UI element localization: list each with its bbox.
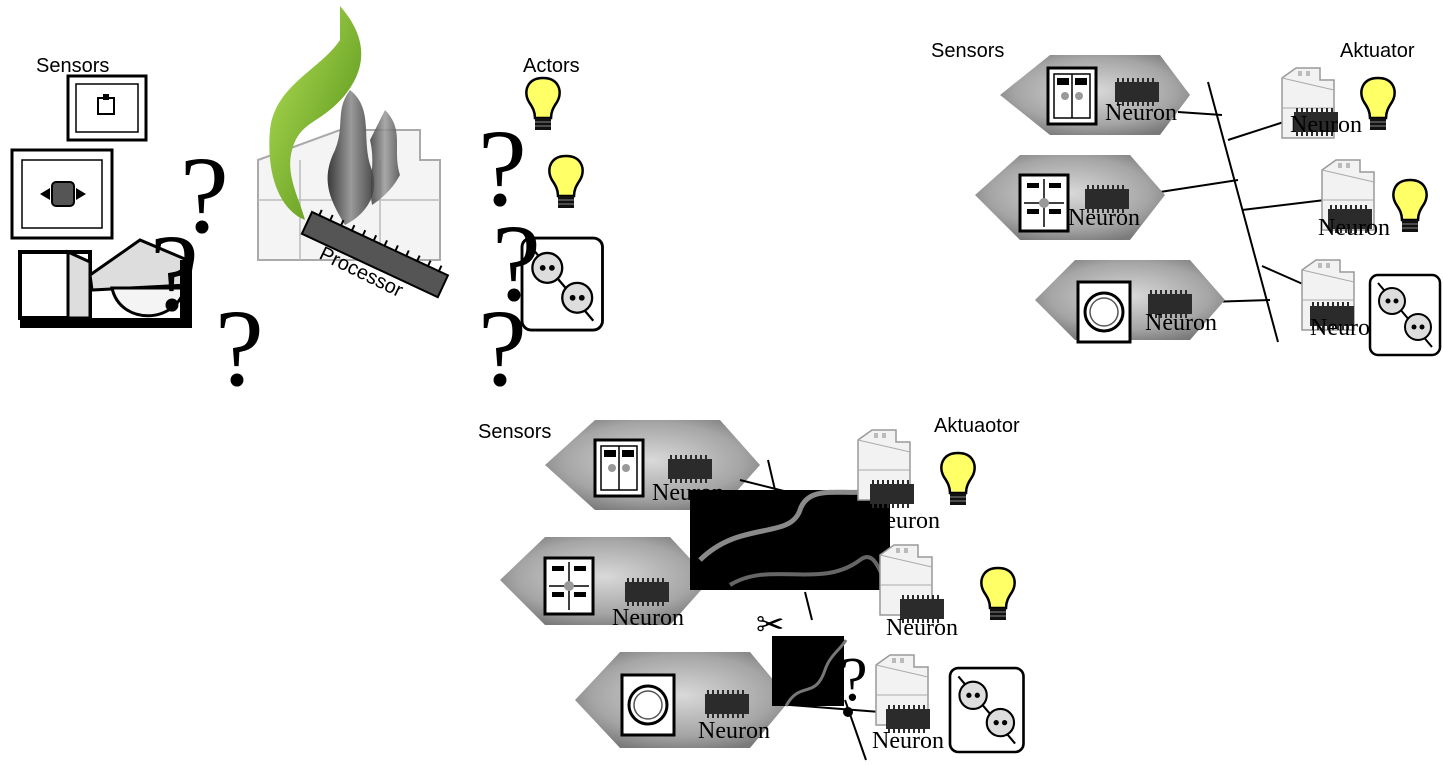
bulb-icon <box>980 566 1016 622</box>
processor-chip <box>300 209 450 299</box>
sensors-label: Sensors <box>478 421 551 443</box>
socket-icon <box>948 666 1025 754</box>
neuron-label: Neuron <box>1318 215 1390 241</box>
question-mark: ? <box>492 202 541 324</box>
actors-label: Actors <box>523 55 580 77</box>
actuator-label: Aktuaotor <box>934 415 1020 437</box>
rocker-switch-sensor <box>10 148 114 240</box>
network-actuator-node: Neuron <box>1318 159 1428 241</box>
sensors-label: Sensors <box>36 55 109 77</box>
neuron-label: Neuron <box>868 508 940 534</box>
socket-icon <box>1368 273 1442 357</box>
failure-panel: Sensors Aktuaotor Neuron Neuron Neuron <box>478 415 1025 761</box>
neuron-label: Neuron <box>1068 205 1140 231</box>
neuron-label: Neuron <box>1105 100 1177 126</box>
gray-smoke <box>327 90 375 225</box>
network-sensor-node: Neuron <box>975 155 1165 240</box>
network-panel: Sensors Aktuator Neuron Neuron <box>931 40 1442 357</box>
failure-sensor-node: Neuron <box>500 537 710 631</box>
bulb-icon <box>1360 76 1396 132</box>
network-sensor-node: Neuron <box>1000 55 1190 135</box>
actuator-label: Aktuator <box>1340 40 1415 62</box>
neuron-label: Neuron <box>886 615 958 641</box>
central-processor-panel: Sensors <box>10 6 604 409</box>
scissors-icon: ✂ <box>756 605 785 645</box>
neuron-label: Neuron <box>1145 310 1217 336</box>
green-smoke <box>269 6 362 220</box>
failure-sensor-node: Neuron <box>545 420 760 510</box>
failure-actuator-node: Neuron <box>872 654 1025 754</box>
question-mark: ? <box>478 287 527 409</box>
question-mark: ? <box>180 134 229 256</box>
bulb-icon <box>940 451 976 507</box>
question-mark: ? <box>840 646 868 714</box>
question-mark: ? <box>215 287 264 409</box>
push-button-sensor <box>66 74 148 142</box>
neuron-label: Neuron <box>698 718 770 744</box>
neuron-label: Neuron <box>872 728 944 754</box>
neuron-label: Neuron <box>1290 112 1362 138</box>
bulb-icon <box>1392 178 1428 234</box>
motion-detector-sensor <box>18 238 194 328</box>
network-actuator-node: Neuron <box>1301 259 1442 357</box>
failure-sensor-node: Neuron <box>575 652 790 748</box>
neuron-label: Neuron <box>612 605 684 631</box>
broken-bus-block <box>690 485 890 707</box>
network-sensor-node: Neuron <box>1035 260 1225 344</box>
bulb-icon <box>525 76 561 132</box>
failure-actuator-node: Neuron <box>879 544 1016 641</box>
question-mark: ? <box>478 107 527 229</box>
failure-actuator-node: Neuron <box>857 429 976 534</box>
question-mark: ? <box>150 212 199 334</box>
sensors-label: Sensors <box>931 40 1004 62</box>
bulb-icon <box>548 154 584 210</box>
gray-smoke-2 <box>370 110 400 205</box>
network-actuator-node: Neuron <box>1281 67 1396 139</box>
